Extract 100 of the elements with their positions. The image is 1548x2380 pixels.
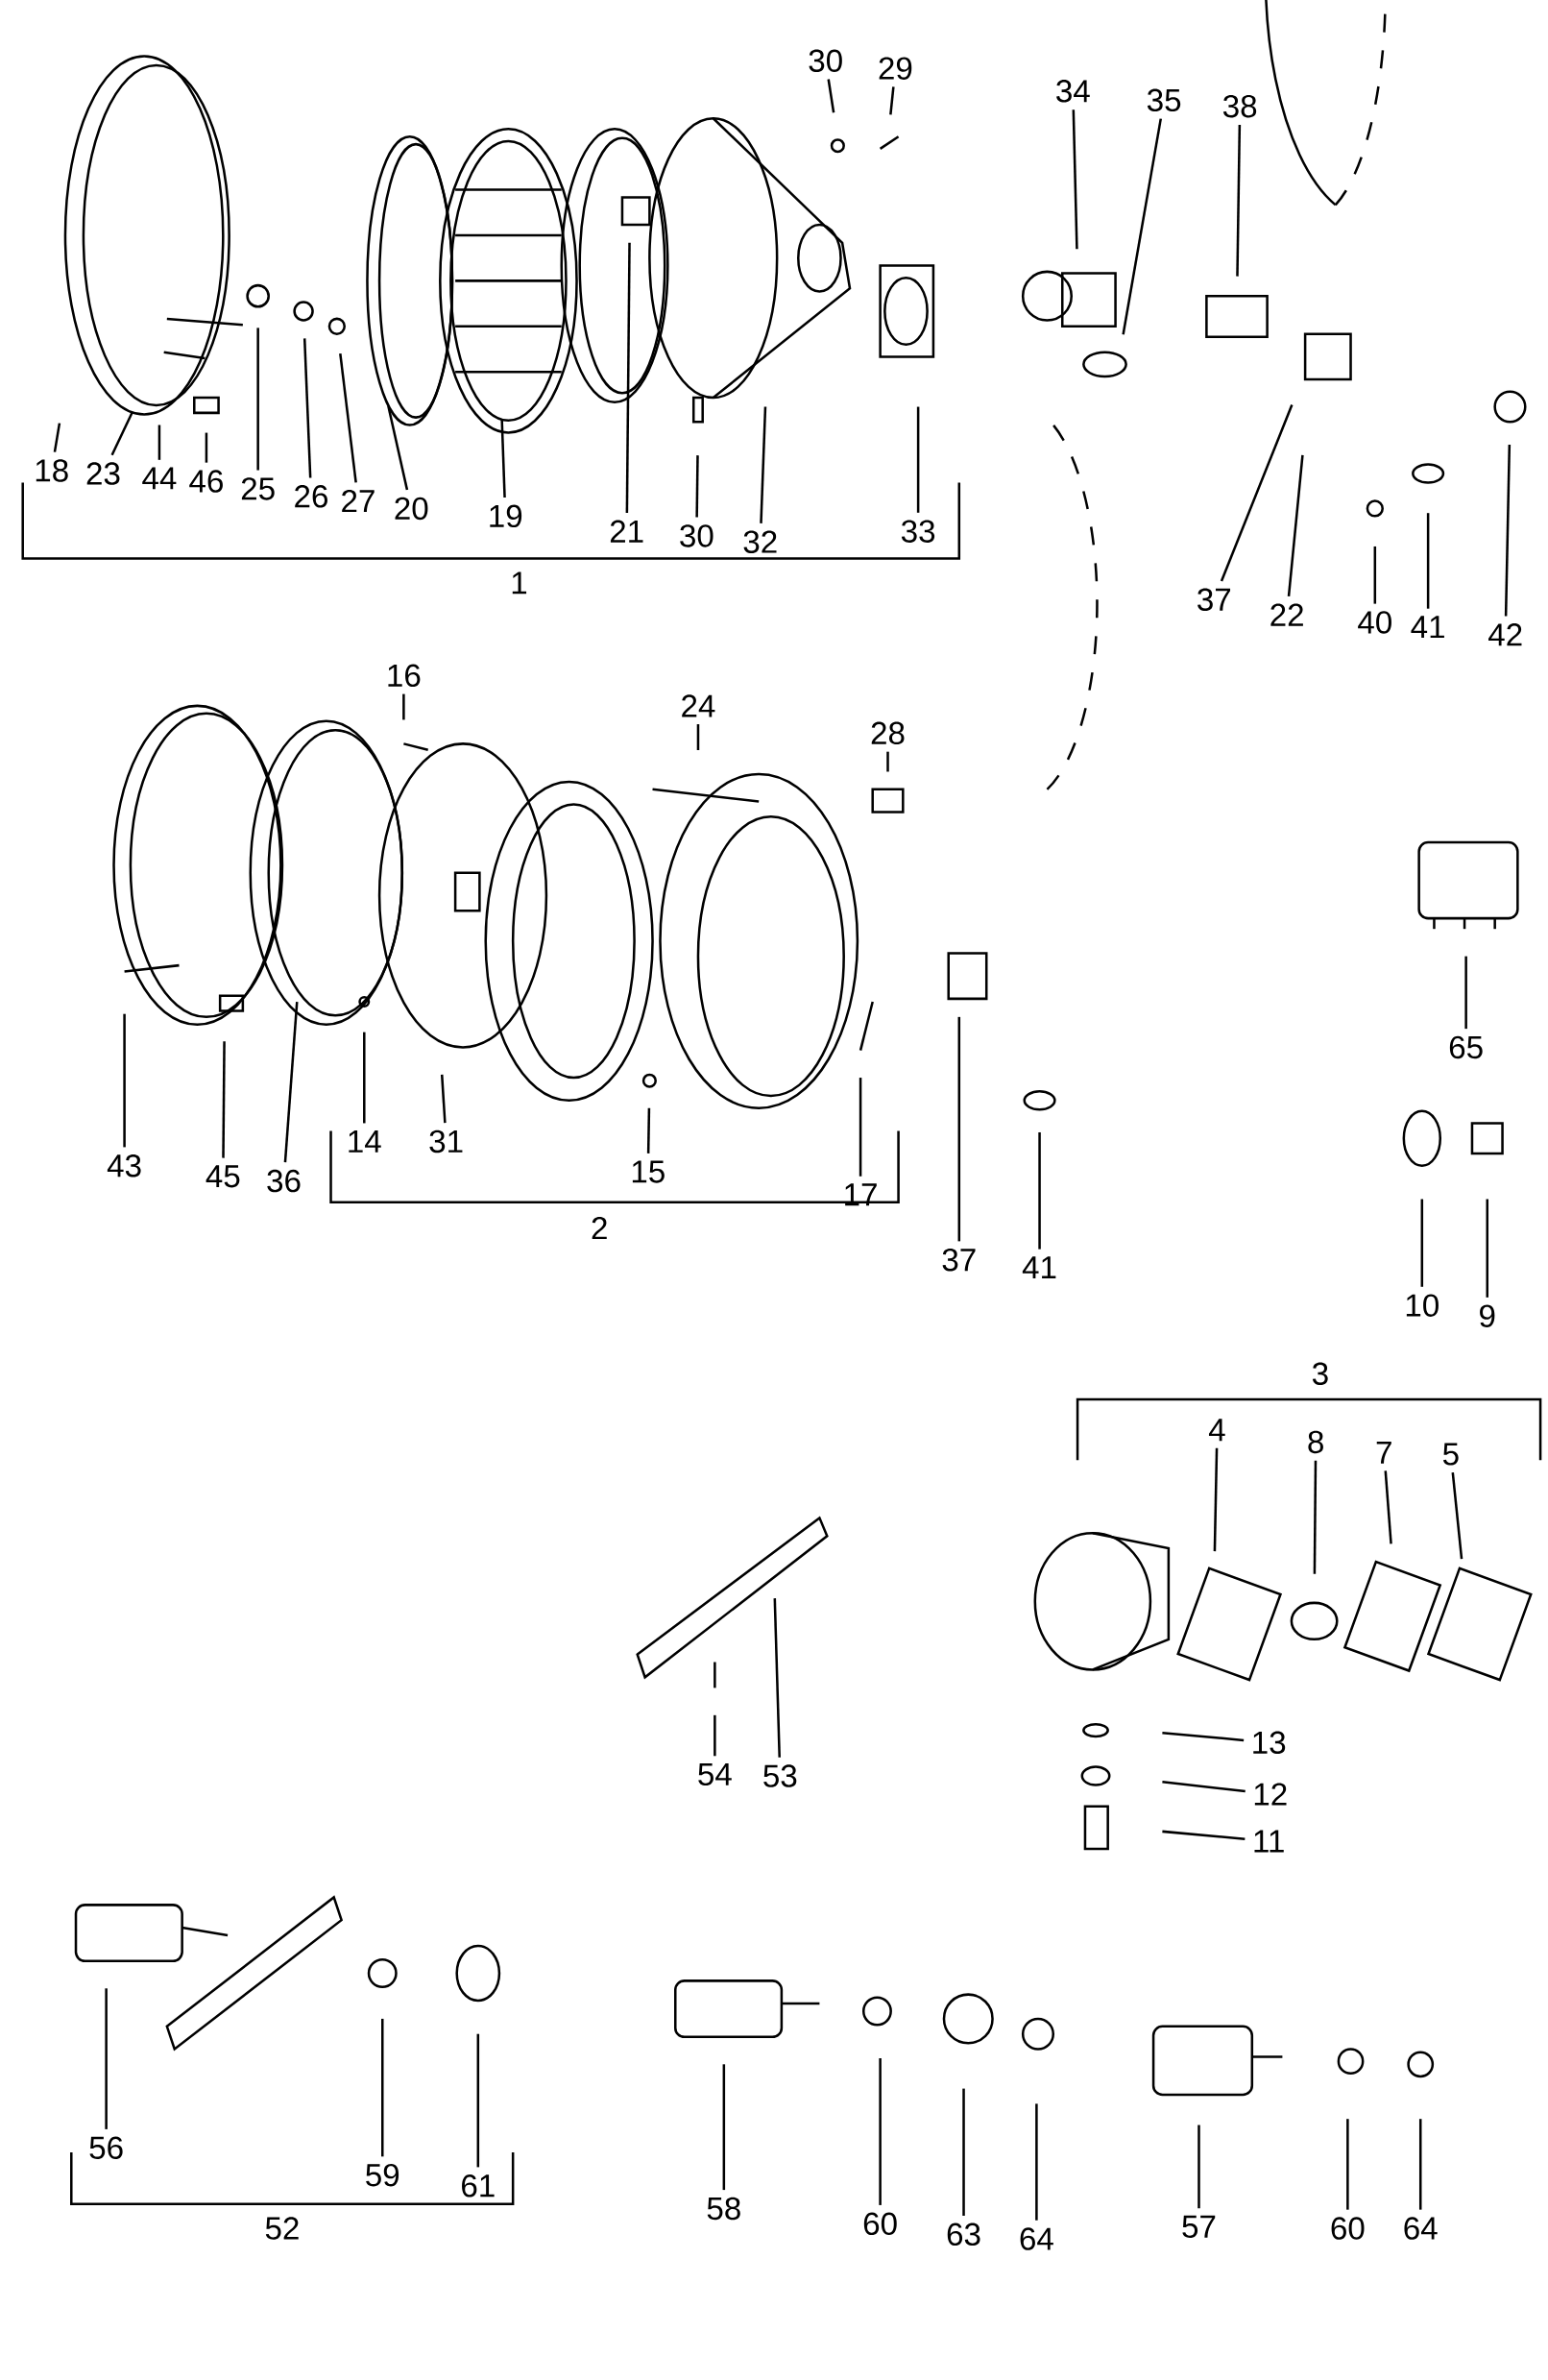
leader-line: [1072, 109, 1078, 250]
callout-number: 38: [1222, 94, 1257, 118]
leader-line: [500, 419, 506, 498]
leader-line: [1464, 956, 1467, 1030]
callout-number: 57: [1182, 2215, 1216, 2238]
leader-line: [157, 425, 161, 460]
leader-line: [1419, 2119, 1422, 2210]
leader-line: [440, 1074, 447, 1124]
leader-line: [1220, 404, 1294, 582]
leader-line: [283, 1001, 299, 1163]
callout-number: 12: [1254, 1783, 1287, 1806]
callout-number: 35: [1147, 88, 1181, 112]
group-number: 2: [592, 1216, 607, 1240]
group-number: 3: [1312, 1362, 1328, 1385]
callout-number: 8: [1308, 1430, 1323, 1454]
leader-line: [1035, 2103, 1038, 2221]
leader-line: [859, 1078, 862, 1177]
leader-line: [1213, 1447, 1219, 1552]
callout-number: 25: [241, 477, 275, 500]
callout-number: 22: [1270, 603, 1303, 626]
callout-number: 23: [86, 462, 120, 485]
callout-number: 41: [1411, 616, 1444, 639]
callout-number: 64: [1404, 2217, 1438, 2240]
callout-number: 44: [142, 467, 177, 490]
leader-line: [696, 724, 700, 751]
leader-line: [1384, 1470, 1392, 1544]
callout-number: 19: [490, 504, 522, 528]
leader-line: [760, 406, 767, 523]
callout-number: 37: [1197, 588, 1231, 611]
callout-number: 10: [1406, 1294, 1439, 1317]
callout-number: 32: [743, 530, 777, 553]
leader-line: [916, 406, 920, 513]
callout-number: 27: [342, 489, 375, 513]
leader-line: [1373, 546, 1377, 604]
callout-number: 5: [1442, 1443, 1459, 1466]
leader-line: [889, 86, 895, 115]
callout-number: 7: [1376, 1442, 1391, 1464]
leader-line: [222, 1041, 226, 1158]
group-number: 1: [512, 571, 527, 595]
callout-number: 41: [1022, 1256, 1056, 1279]
callout-number: 53: [763, 1764, 797, 1787]
callout-number: 43: [107, 1154, 141, 1178]
leader-line: [1313, 1460, 1318, 1574]
callout-number: 14: [349, 1130, 381, 1153]
leader-line: [339, 352, 357, 483]
callout-number: 58: [707, 2197, 740, 2221]
leader-line: [957, 1016, 961, 1242]
leader-line: [773, 1598, 782, 1758]
leader-line: [1486, 1199, 1489, 1298]
callout-number: 65: [1449, 1035, 1483, 1059]
leader-line: [381, 2018, 384, 2157]
callout-number: 37: [942, 1249, 976, 1272]
leader-line: [1426, 513, 1430, 609]
leader-line: [387, 405, 409, 491]
leader-line: [962, 2088, 965, 2216]
callout-number: 36: [267, 1169, 301, 1193]
callout-number: 9: [1480, 1304, 1495, 1327]
leader-line: [476, 2033, 480, 2168]
callout-number: 54: [698, 1762, 732, 1786]
callout-number: 11: [1254, 1830, 1284, 1853]
callout-number: 26: [295, 485, 327, 508]
leader-line: [105, 1988, 108, 2129]
leader-line: [123, 1013, 126, 1148]
leader-line: [827, 79, 835, 113]
callout-number: 31: [429, 1129, 463, 1154]
leader-line: [879, 2058, 882, 2205]
callout-number: 24: [682, 694, 715, 717]
callout-number: 30: [680, 524, 714, 547]
callout-number: 21: [610, 520, 643, 543]
leader-line: [402, 693, 405, 720]
leader-line: [205, 432, 208, 463]
callout-number: 45: [206, 1165, 240, 1188]
leader-line: [695, 455, 699, 518]
callout-number: 59: [366, 2163, 399, 2187]
leader-line: [1162, 1830, 1246, 1840]
leader-line: [1162, 1731, 1245, 1742]
leader-line: [722, 2064, 726, 2191]
leader-line: [625, 242, 631, 513]
callout-number: 16: [388, 664, 421, 688]
leader-line: [1287, 454, 1304, 596]
leader-line: [256, 328, 259, 471]
callout-number: 28: [871, 721, 905, 745]
callout-number: 15: [632, 1160, 665, 1183]
callout-number: 60: [863, 2212, 897, 2235]
callout-number: 4: [1209, 1419, 1225, 1442]
callout-number: 46: [189, 470, 223, 493]
callout-number: 34: [1056, 80, 1090, 103]
callout-number: 30: [809, 49, 842, 72]
callout-number: 64: [1020, 2227, 1053, 2250]
leader-line: [646, 1107, 651, 1154]
leader-line: [1346, 2119, 1349, 2210]
leader-line: [1038, 1131, 1041, 1250]
leader-line: [714, 1714, 716, 1757]
callout-number: 20: [395, 497, 428, 521]
leader-line: [886, 751, 889, 772]
callout-number: 61: [462, 2174, 495, 2198]
leader-line: [53, 423, 61, 452]
callout-number: 40: [1358, 611, 1391, 634]
callout-number: 60: [1331, 2217, 1365, 2240]
leader-line: [363, 1032, 366, 1124]
